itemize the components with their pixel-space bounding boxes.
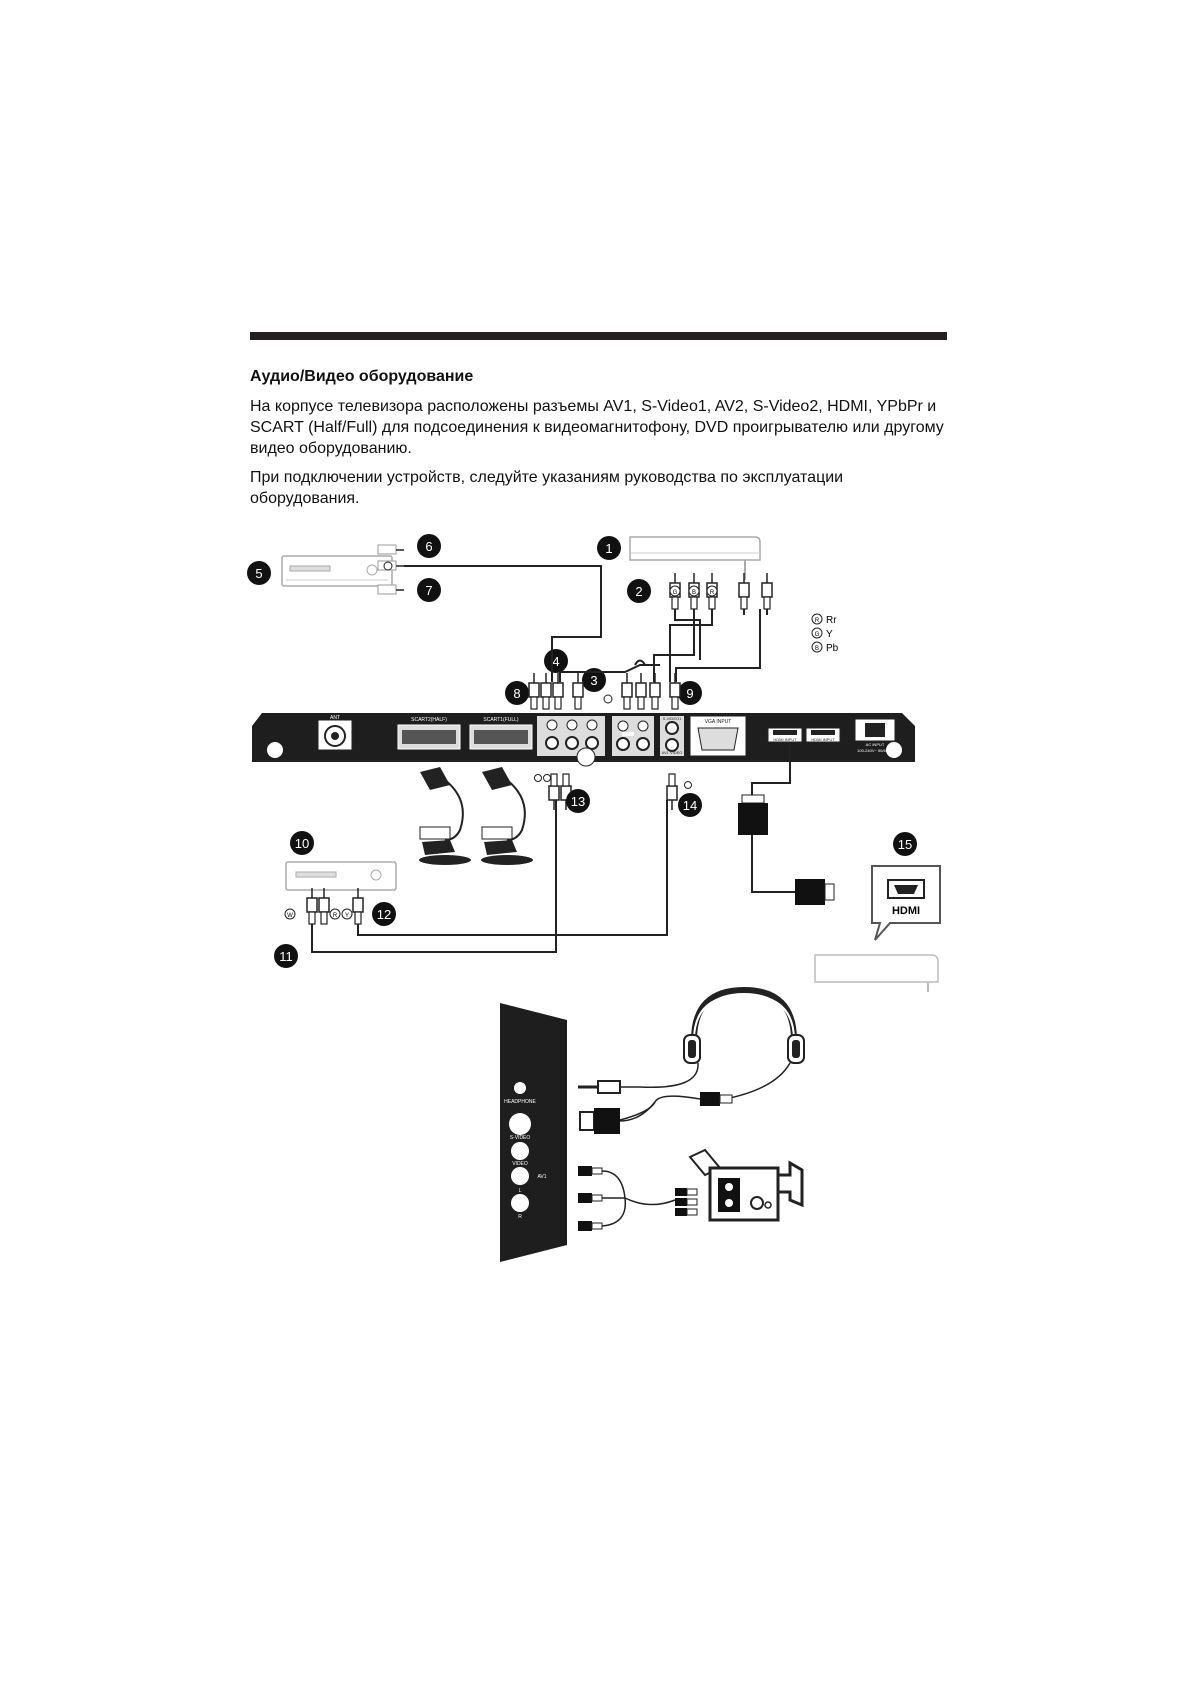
dvd-cable-plugs (377, 544, 404, 595)
top-cables (404, 565, 768, 682)
svg-text:100-240V~ 50/60Hz: 100-240V~ 50/60Hz (857, 748, 893, 753)
svg-text:Y: Y (826, 629, 833, 640)
tv-side-panel: HEADPHONE S-VIDEO VIDEO AV1 L R (500, 1003, 567, 1262)
svg-text:R: R (815, 618, 820, 624)
svg-text:HDMI: HDMI (892, 905, 920, 917)
headphones (578, 986, 805, 1121)
svg-text:VIDEO: VIDEO (512, 1161, 528, 1167)
callout-8: 8 (505, 681, 529, 705)
svg-text:G: G (815, 632, 820, 638)
callout-5: 5 (247, 561, 271, 585)
intro-paragraph: На корпусе телевизора расположены разъем… (250, 398, 944, 457)
svg-text:R: R (518, 1214, 522, 1220)
svg-text:VGA INPUT: VGA INPUT (705, 719, 732, 725)
audio-plugs-13 (534, 773, 572, 811)
vcr-plugs: W R Y (284, 887, 364, 925)
svg-text:2: 2 (635, 584, 642, 599)
svg-text:6: 6 (425, 539, 432, 554)
svg-text:SCART2(HALF): SCART2(HALF) (411, 717, 447, 723)
svg-text:4: 4 (552, 654, 559, 669)
callout-7: 7 (417, 578, 441, 602)
svg-text:Rr: Rr (826, 615, 837, 626)
svg-text:10: 10 (295, 836, 309, 851)
svg-text:15: 15 (898, 837, 912, 852)
callout-15: 15 (893, 832, 917, 856)
callout-10: 10 (290, 831, 314, 855)
header-rule (250, 332, 947, 340)
svg-text:HDMI INPUT: HDMI INPUT (811, 737, 835, 742)
svg-text:Y: Y (345, 913, 349, 919)
svg-text:S-VIDEO: S-VIDEO (510, 1135, 531, 1141)
panel-top-plugs (528, 672, 681, 710)
svg-text:B: B (692, 590, 696, 596)
callout-11: 11 (274, 944, 298, 968)
set-top-box-1 (629, 536, 761, 580)
svg-text:AV1 VIDEO: AV1 VIDEO (662, 750, 683, 755)
svg-text:ANT: ANT (330, 715, 340, 721)
instruction-paragraph: При подключении устройств, следуйте указ… (250, 469, 844, 507)
component-legend: R Rr G Y B Pb (811, 613, 839, 654)
vcr-10 (285, 861, 397, 891)
svg-text:AC INPUT: AC INPUT (866, 742, 885, 747)
callout-13: 13 (566, 789, 590, 813)
svideo-cable (579, 1101, 656, 1134)
svg-text:HDMI INPUT: HDMI INPUT (773, 737, 797, 742)
dvd-player-5 (281, 555, 393, 587)
svg-text:R: R (333, 913, 338, 919)
hdmi-cable (738, 742, 835, 905)
callout-9: 9 (678, 681, 702, 705)
svg-text:Pb: Pb (826, 643, 839, 654)
svg-text:HEADPHONE: HEADPHONE (504, 1099, 536, 1105)
callout-12: 12 (372, 902, 396, 926)
svg-text:14: 14 (683, 798, 697, 813)
scart-cables (419, 767, 533, 865)
svg-text:8: 8 (513, 686, 520, 701)
callout-2: 2 (627, 579, 651, 603)
svg-text:R: R (710, 590, 715, 596)
component-plugs: G B R (669, 572, 773, 610)
svg-text:11: 11 (279, 949, 293, 964)
tv-back-panel: ANT SCART2(HALF) SCART1(FULL) S-VIDEO1 A… (252, 713, 915, 767)
callout-14: 14 (678, 793, 702, 817)
svg-text:L: L (519, 1188, 522, 1194)
callout-6: 6 (417, 534, 441, 558)
svg-text:SCART1(FULL): SCART1(FULL) (483, 717, 519, 723)
svg-text:W: W (287, 913, 293, 919)
svg-text:7: 7 (425, 583, 432, 598)
av-cable (578, 1166, 698, 1231)
callout-3: 3 (582, 668, 606, 692)
svg-text:9: 9 (686, 686, 693, 701)
svg-text:12: 12 (377, 907, 391, 922)
svg-text:B: B (815, 646, 819, 652)
svg-text:13: 13 (571, 794, 585, 809)
video-plug-14 (666, 773, 692, 811)
callout-4: 4 (544, 649, 568, 673)
camcorder (688, 1148, 804, 1222)
svg-text:G: G (673, 590, 678, 596)
svg-text:1: 1 (605, 541, 612, 556)
svg-text:AV1: AV1 (537, 1174, 546, 1180)
svg-text:5: 5 (255, 566, 262, 581)
callout-1: 1 (597, 536, 621, 560)
svg-text:S-VIDEO1: S-VIDEO1 (663, 716, 682, 721)
hdmi-device-15: HDMI (814, 865, 941, 992)
vcr-cables (311, 800, 668, 953)
section-heading: Аудио/Видео оборудование (250, 368, 474, 385)
svg-text:3: 3 (590, 673, 597, 688)
